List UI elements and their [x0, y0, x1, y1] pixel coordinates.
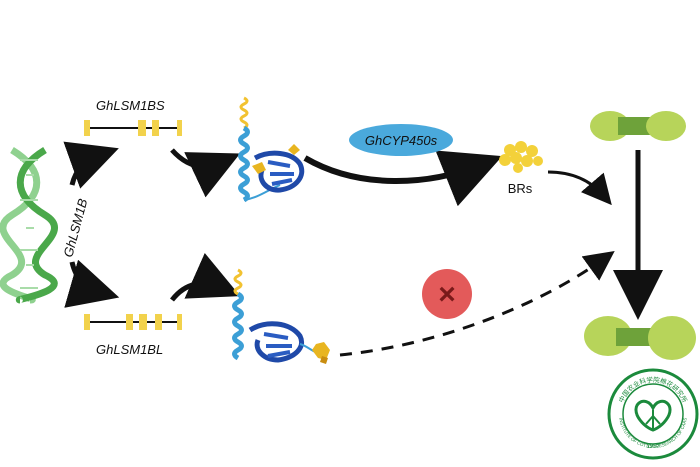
branch-arrow-up [63, 141, 119, 189]
brs-signal-arrow [547, 170, 612, 206]
logo-year: 1957 [646, 444, 660, 450]
enzyme-label: GhCYP450s [365, 133, 438, 148]
gene-model-long [84, 314, 182, 330]
enzyme-badge: GhCYP450s [349, 124, 453, 156]
synthesis-arrow [303, 150, 503, 207]
fiber-small-icon [590, 111, 686, 141]
blocked-icon: × [422, 269, 472, 319]
svg-text:×: × [438, 278, 456, 311]
isoform-short-label: GhLSM1BS [96, 98, 165, 113]
protein-long-icon [232, 268, 330, 364]
brs-cluster-icon [499, 141, 543, 173]
protein-short-icon [238, 96, 305, 203]
isoform-long-label: GhLSM1BL [96, 342, 163, 357]
institute-logo: 中国农业科学院棉花研究所 INSTITUTE OF COTTON RESEARC… [607, 368, 699, 460]
blocked-pathway-arrow [339, 250, 615, 357]
brs-label: BRs [508, 181, 533, 196]
fiber-large-icon [584, 316, 696, 360]
branch-arrow-down [64, 259, 120, 308]
translation-arrow-long [170, 252, 241, 302]
gene-model-short [84, 120, 182, 136]
translation-arrow-short [170, 148, 241, 198]
dna-helix-icon [0, 147, 58, 304]
gene-label: GhLSM1B [60, 197, 90, 259]
